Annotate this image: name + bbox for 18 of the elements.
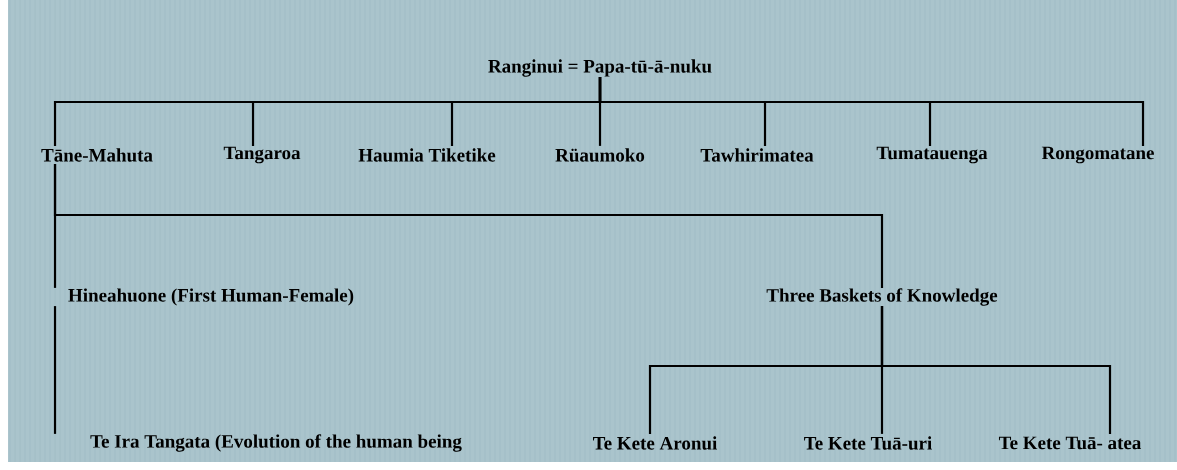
name-label: Hineahuone (First Human-Female) xyxy=(68,288,354,306)
connector-line xyxy=(598,77,1145,146)
name-label: Three Baskets of Knowledge xyxy=(766,288,998,306)
name-label: Tāne-Mahuta xyxy=(41,148,153,162)
name-label: Te Kete Tuā- atea xyxy=(998,436,1142,450)
name-label: Rüaumoko xyxy=(555,148,645,162)
name-label: Ranginui = Papa-tū-ā-nuku xyxy=(488,59,712,77)
name-label: Tumatauenga xyxy=(876,146,988,164)
name-label: Rongomatane xyxy=(1041,146,1154,164)
name-label: Tangaroa xyxy=(223,146,301,164)
name-label: Te Kete Aronui xyxy=(593,436,718,450)
name-label: Te Ira Tangata (Evolution of the human being xyxy=(90,434,462,452)
connector-line xyxy=(53,306,57,434)
name-label: Tawhirimatea xyxy=(700,148,814,162)
name-label: Te Kete Tuā-uri xyxy=(804,436,932,450)
connector-line xyxy=(880,306,1112,434)
connector-line xyxy=(53,164,884,288)
name-label: Haumia Tiketike xyxy=(358,148,496,162)
